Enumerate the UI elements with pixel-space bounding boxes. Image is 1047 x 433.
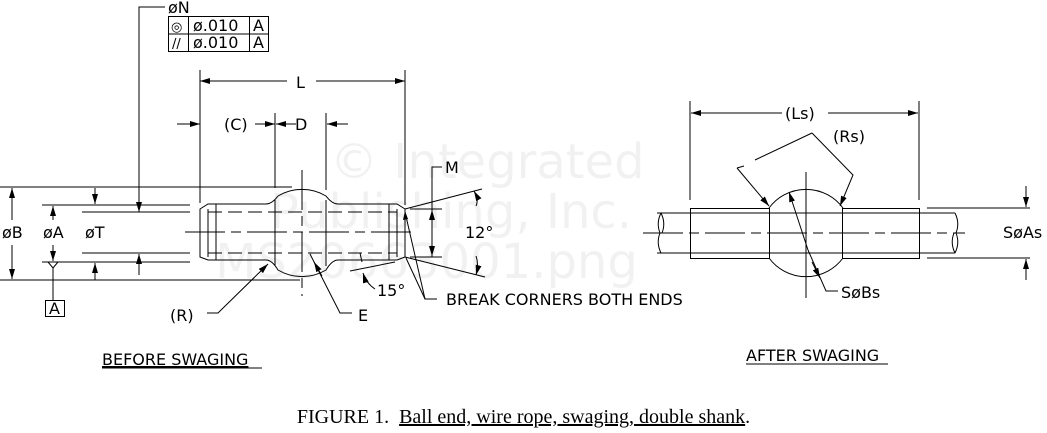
label-dia-n: øN bbox=[168, 0, 190, 17]
datum-a-box bbox=[45, 300, 65, 317]
label-s-dia-as: SøAs bbox=[1003, 223, 1042, 242]
label-ls: (Ls) bbox=[785, 104, 815, 123]
note-break-corners: BREAK CORNERS BOTH ENDS bbox=[446, 290, 683, 309]
svg-text:© Integrated: © Integrated bbox=[330, 134, 645, 190]
label-dia-t: øT bbox=[85, 223, 105, 242]
feature-control-frame: ◎ ø.010 A // ø.010 A bbox=[168, 16, 269, 52]
svg-text:ø.010: ø.010 bbox=[193, 16, 238, 35]
label-e: E bbox=[358, 306, 368, 325]
label-angle-15: 15° bbox=[377, 281, 405, 300]
concentricity-icon: ◎ bbox=[171, 20, 182, 35]
label-m: M bbox=[445, 158, 459, 177]
label-r: (R) bbox=[170, 306, 194, 325]
after-swaging-view: (Ls) (Rs) SøAs SøBs AFTER SWAGING bbox=[643, 101, 1042, 365]
label-l: L bbox=[296, 73, 305, 92]
svg-text:ø.010: ø.010 bbox=[193, 33, 238, 52]
before-swaging-view: øN ◎ ø.010 A // ø.010 A L (C) D bbox=[0, 0, 683, 369]
after-swaging-title: AFTER SWAGING bbox=[746, 346, 879, 365]
label-angle-12: 12° bbox=[465, 223, 493, 242]
svg-text:A: A bbox=[253, 16, 264, 35]
label-dia-a: øA bbox=[43, 223, 64, 242]
watermark: © Integrated Publishing, Inc. MS20663001… bbox=[215, 134, 645, 290]
label-d: D bbox=[295, 115, 307, 134]
label-rs: (Rs) bbox=[833, 127, 865, 146]
before-swaging-title: BEFORE SWAGING bbox=[102, 350, 248, 369]
label-c: (C) bbox=[224, 115, 248, 134]
label-dia-b: øB bbox=[2, 223, 23, 242]
svg-text:A: A bbox=[49, 299, 60, 318]
svg-text:A: A bbox=[253, 33, 264, 52]
part-after-swaging bbox=[643, 172, 965, 298]
figure-caption: FIGURE 1. Ball end, wire rope, swaging, … bbox=[296, 406, 751, 428]
parallelism-icon: // bbox=[172, 37, 181, 52]
label-s-dia-bs: SøBs bbox=[841, 283, 880, 302]
